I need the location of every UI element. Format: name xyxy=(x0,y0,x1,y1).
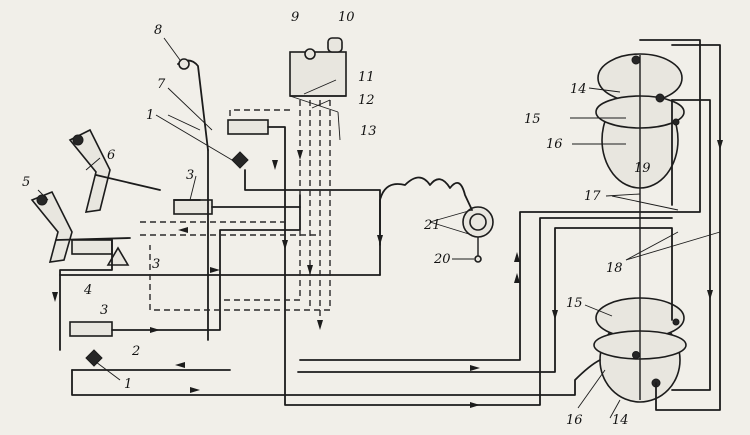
leader-lines xyxy=(37,37,721,419)
coupling-lower xyxy=(85,349,103,367)
callout-6: 6 xyxy=(107,148,115,163)
callout-15b: 15 xyxy=(566,296,583,311)
pressure-gauge xyxy=(462,206,494,263)
air-reservoir xyxy=(289,37,347,97)
foot-bracket xyxy=(106,246,130,266)
gauge-coil-pipe xyxy=(379,176,473,246)
callout-2: 2 xyxy=(131,344,140,359)
callout-16a: 16 xyxy=(546,137,563,152)
callout-1a: 1 xyxy=(146,108,154,123)
callout-11: 11 xyxy=(358,70,375,85)
callout-12: 12 xyxy=(358,93,375,108)
callout-13: 13 xyxy=(360,124,377,139)
callout-5: 5 xyxy=(22,175,30,190)
hand-lever xyxy=(177,58,209,151)
rear-brake-chamber xyxy=(595,53,685,190)
callout-7: 7 xyxy=(157,77,166,92)
valve-left xyxy=(71,239,113,255)
parking-pedal xyxy=(30,190,73,263)
valve-upper xyxy=(227,119,269,135)
callout-3c: 3 xyxy=(100,303,108,318)
callout-9: 9 xyxy=(291,10,299,25)
callout-4: 4 xyxy=(83,283,92,298)
callout-labels: 1 1 2 3 3 3 4 5 6 7 8 9 10 11 12 13 14 1… xyxy=(22,10,651,428)
callout-21: 21 xyxy=(423,218,441,233)
flow-arrows xyxy=(52,140,723,408)
callout-19: 19 xyxy=(634,161,651,176)
callout-10: 10 xyxy=(338,10,355,25)
pedal-rod-lower xyxy=(55,237,131,241)
callout-14b: 14 xyxy=(612,413,629,428)
valve-lower xyxy=(69,321,113,337)
callout-15a: 15 xyxy=(524,112,541,127)
callout-18: 18 xyxy=(606,261,623,276)
front-brake-chamber xyxy=(593,190,687,403)
valve-middle xyxy=(173,199,213,215)
callout-3b: 3 xyxy=(152,257,160,272)
callout-1b: 1 xyxy=(124,377,132,392)
callout-3a: 3 xyxy=(186,168,194,183)
air-lines xyxy=(59,39,721,411)
pedal-rod-upper xyxy=(95,174,161,191)
brake-pedal xyxy=(68,128,111,213)
coupling-upper xyxy=(231,151,249,169)
callout-8: 8 xyxy=(154,23,162,38)
callout-17: 17 xyxy=(584,189,601,204)
callout-14a: 14 xyxy=(570,82,587,97)
callout-20: 20 xyxy=(433,252,451,267)
callout-16b: 16 xyxy=(566,413,583,428)
control-lines xyxy=(140,100,331,320)
